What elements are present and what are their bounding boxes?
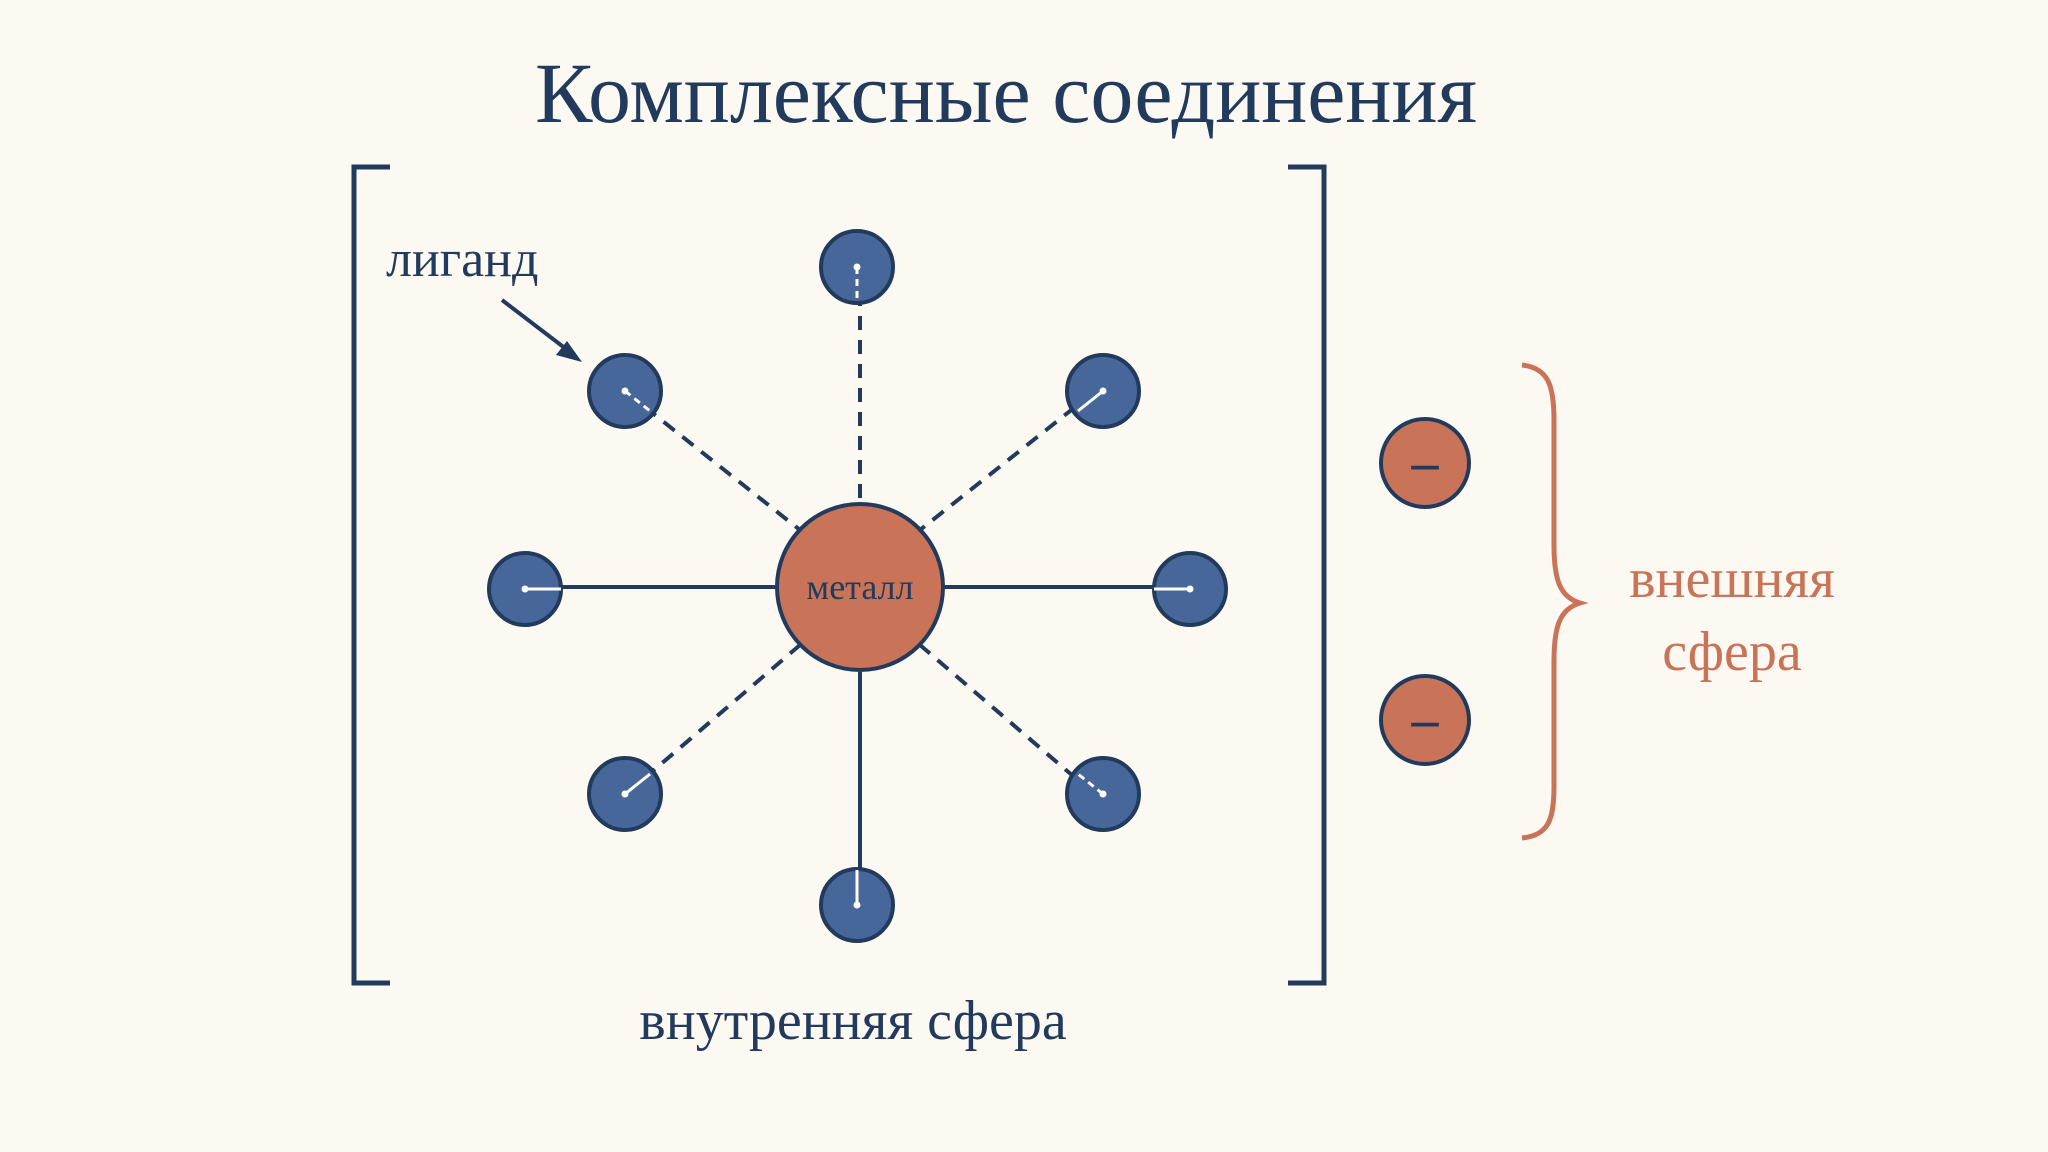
inner-sphere-label: внутренняя сфера bbox=[639, 990, 1067, 1052]
metal-center bbox=[775, 502, 945, 672]
ligand-bond-stubs bbox=[521, 263, 1194, 909]
counter-ion-bottom-sign: – bbox=[1411, 689, 1440, 749]
bonds bbox=[524, 268, 1190, 902]
ligand-arrow bbox=[500, 298, 582, 362]
outer-sphere-label-line2: сфера bbox=[1662, 621, 1802, 683]
counter-ions: – – bbox=[1379, 417, 1471, 766]
metal-label: металл bbox=[806, 567, 913, 607]
bond-dashed-lower-right bbox=[918, 643, 1096, 796]
slide-title: Комплексные соединения bbox=[535, 45, 1477, 141]
right-square-bracket bbox=[1288, 164, 1327, 986]
left-square-bracket bbox=[351, 164, 390, 986]
counter-ion-bottom bbox=[1379, 674, 1471, 766]
bond-dashed-upper-right bbox=[918, 390, 1096, 532]
outer-sphere-curly-brace bbox=[1521, 362, 1589, 841]
bond-dashed-upper-left bbox=[624, 390, 802, 532]
counter-ion-top bbox=[1379, 417, 1471, 509]
counter-ion-top-sign: – bbox=[1411, 432, 1440, 492]
outer-sphere-label-line1: внешняя bbox=[1629, 548, 1835, 610]
ligand-label: лиганд bbox=[386, 231, 538, 288]
